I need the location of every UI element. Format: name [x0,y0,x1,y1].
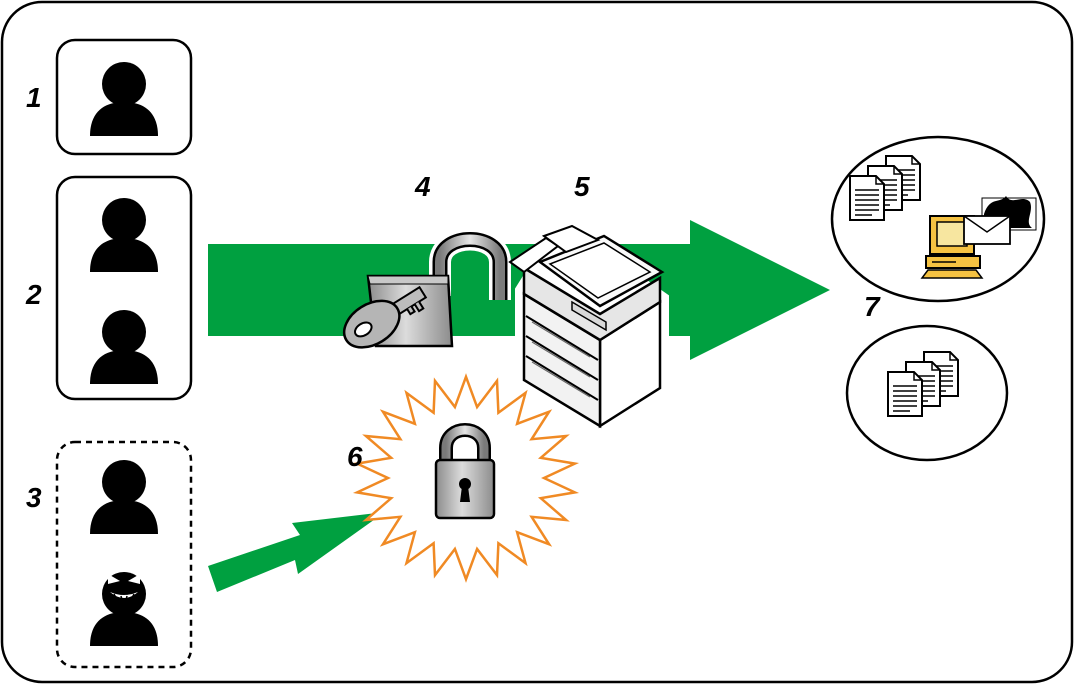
label-6: 6 [347,441,363,472]
label-7: 7 [864,291,881,322]
email-fax-icon [963,196,1037,245]
label-3: 3 [26,482,42,513]
attack-arrow [208,512,385,592]
output-destinations-lower [845,324,1009,462]
label-4: 4 [414,171,431,202]
label-2: 2 [25,279,42,310]
user-group-3 [55,440,193,669]
multifunction-printer-icon [508,220,669,438]
output-destinations-upper [830,135,1046,303]
attacker-icon [90,572,158,646]
open-padlock-with-key-icon [342,228,511,349]
computer-icon [920,215,984,279]
user-group-1 [55,38,193,156]
closed-padlock-icon [434,423,496,520]
label-1: 1 [26,82,42,113]
user-group-2 [55,175,193,401]
label-5: 5 [574,171,590,202]
